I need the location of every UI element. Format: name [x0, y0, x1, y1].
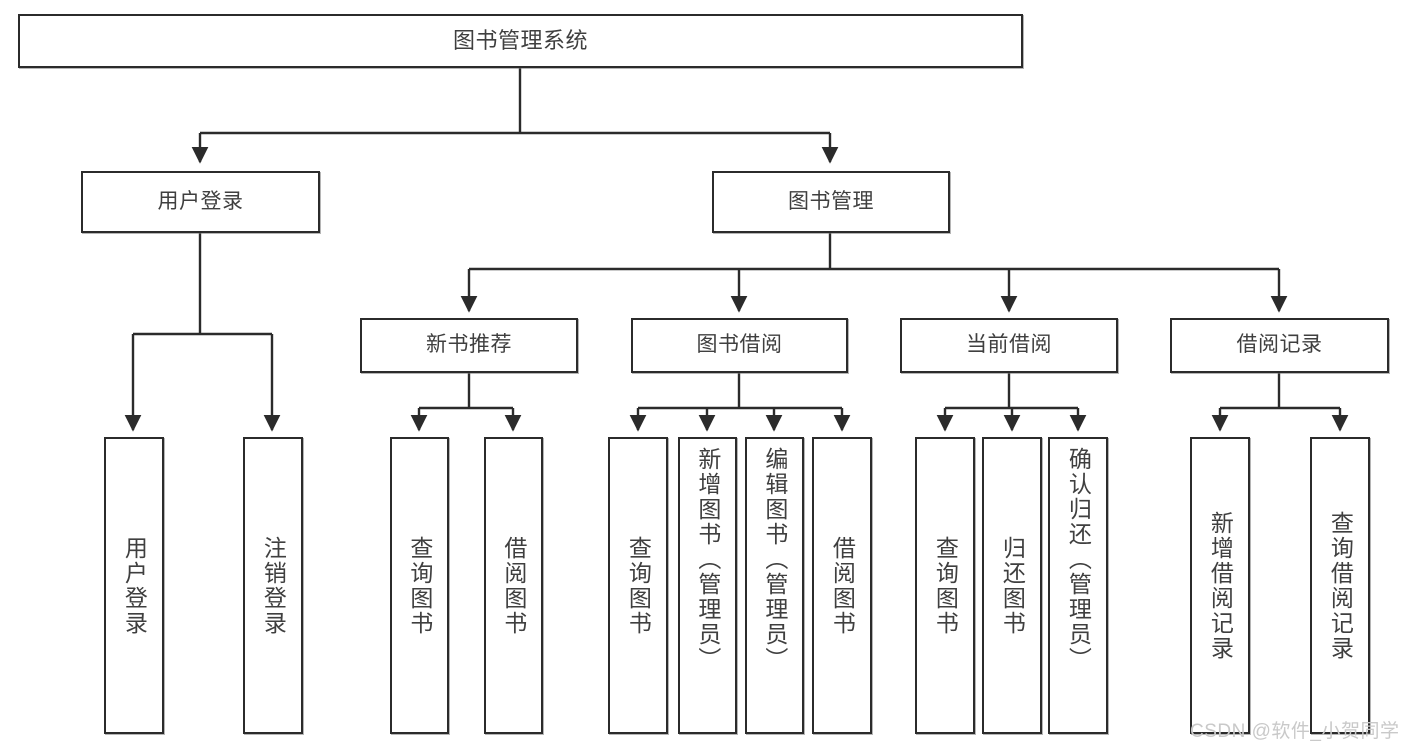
node-label: 查询图书 [406, 535, 433, 636]
watermark-csdn: CSDN @软件_小贺同学 [1190, 721, 1400, 742]
node-book-borrow[interactable]: 图书借阅 [631, 318, 848, 373]
node-label: 查询图书 [932, 535, 959, 636]
node-book-management[interactable]: 图书管理 [712, 171, 950, 233]
leaf-current-confirm-return-admin[interactable]: 确认归还（管理员） [1048, 437, 1108, 734]
leaf-recommend-query-book[interactable]: 查询图书 [390, 437, 449, 734]
node-label: 当前借阅 [966, 333, 1052, 357]
node-root-book-management-system[interactable]: 图书管理系统 [18, 14, 1023, 68]
node-label: 归还图书 [999, 535, 1026, 636]
node-current-borrow[interactable]: 当前借阅 [900, 318, 1118, 373]
leaf-user-login-login[interactable]: 用户登录 [104, 437, 164, 734]
leaf-record-add-record[interactable]: 新增借阅记录 [1190, 437, 1250, 734]
node-borrow-record[interactable]: 借阅记录 [1170, 318, 1389, 373]
node-label: 新增借阅记录 [1207, 510, 1234, 661]
node-label: 新增图书（管理员） [694, 447, 721, 672]
node-label: 注销登录 [260, 535, 287, 636]
node-label: 借阅记录 [1236, 333, 1323, 357]
leaf-record-query-record[interactable]: 查询借阅记录 [1310, 437, 1370, 734]
leaf-borrow-borrow-book[interactable]: 借阅图书 [812, 437, 872, 734]
node-label: 用户登录 [157, 189, 244, 213]
leaf-recommend-borrow-book[interactable]: 借阅图书 [484, 437, 543, 734]
node-label: 用户登录 [121, 535, 148, 636]
node-label: 查询借阅记录 [1327, 510, 1354, 661]
leaf-user-login-logout[interactable]: 注销登录 [243, 437, 303, 734]
node-label: 图书管理 [788, 189, 874, 213]
node-label: 图书管理系统 [452, 28, 588, 54]
node-label: 新书推荐 [426, 333, 512, 357]
node-label: 确认归还（管理员） [1065, 447, 1092, 672]
leaf-borrow-query-book[interactable]: 查询图书 [608, 437, 668, 734]
node-user-login[interactable]: 用户登录 [81, 171, 320, 233]
node-new-book-recommend[interactable]: 新书推荐 [360, 318, 578, 373]
leaf-borrow-edit-book-admin[interactable]: 编辑图书（管理员） [745, 437, 804, 734]
leaf-current-query-book[interactable]: 查询图书 [915, 437, 975, 734]
node-label: 借阅图书 [829, 535, 856, 636]
node-label: 图书借阅 [696, 333, 783, 357]
leaf-borrow-add-book-admin[interactable]: 新增图书（管理员） [678, 437, 737, 734]
node-label: 借阅图书 [500, 535, 527, 636]
leaf-current-return-book[interactable]: 归还图书 [982, 437, 1042, 734]
node-label: 查询图书 [625, 535, 652, 636]
node-label: 编辑图书（管理员） [761, 447, 788, 672]
